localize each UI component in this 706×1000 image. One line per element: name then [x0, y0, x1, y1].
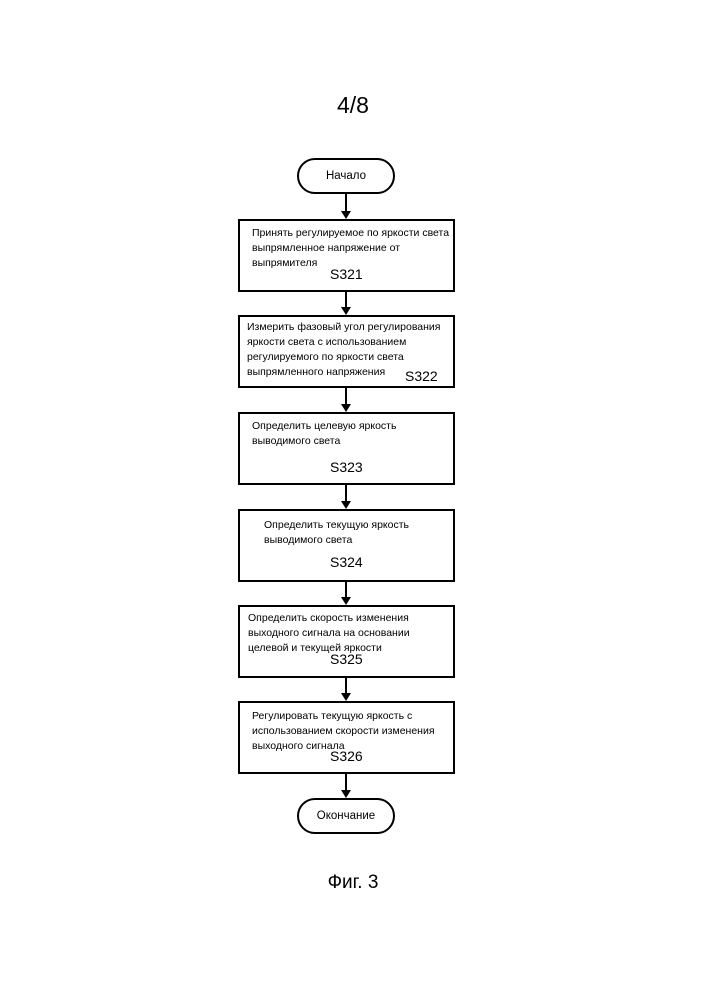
start-label: Начало — [326, 170, 366, 182]
connector-start-s321 — [345, 194, 347, 211]
step-s322-code: S322 — [405, 368, 438, 384]
step-s323-text: Определить целевую яркость выводимого св… — [252, 419, 396, 449]
arrowhead-start-s321 — [341, 211, 351, 219]
step-s322: Измерить фазовый угол регулирования ярко… — [238, 315, 455, 388]
end-label: Окончание — [317, 810, 375, 822]
connector-s324-s325 — [345, 582, 347, 598]
step-s325-text: Определить скорость изменения выходного … — [248, 611, 410, 656]
step-s326-code: S326 — [330, 748, 363, 764]
page-number: 4/8 — [0, 92, 706, 119]
step-s321-code: S321 — [330, 266, 363, 282]
step-s323: Определить целевую яркость выводимого св… — [238, 412, 455, 485]
arrowhead-s325-s326 — [341, 693, 351, 701]
connector-s321-s322 — [345, 292, 347, 307]
step-s326: Регулировать текущую яркость с использов… — [238, 701, 455, 774]
step-s324-code: S324 — [330, 554, 363, 570]
step-s323-code: S323 — [330, 459, 363, 475]
step-s324-text: Определить текущую яркость выводимого св… — [264, 518, 409, 548]
step-s321-text: Принять регулируемое по яркости света вы… — [252, 226, 449, 271]
arrowhead-s321-s322 — [341, 307, 351, 315]
arrowhead-s324-s325 — [341, 597, 351, 605]
step-s321: Принять регулируемое по яркости света вы… — [238, 219, 455, 292]
connector-s326-end — [345, 774, 347, 790]
start-terminal: Начало — [297, 158, 395, 194]
connector-s322-s323 — [345, 388, 347, 404]
step-s325-code: S325 — [330, 651, 363, 667]
arrowhead-s322-s323 — [341, 404, 351, 412]
end-terminal: Окончание — [297, 798, 395, 834]
step-s325: Определить скорость изменения выходного … — [238, 605, 455, 678]
connector-s323-s324 — [345, 485, 347, 501]
figure-caption: Фиг. 3 — [0, 872, 706, 894]
arrowhead-s326-end — [341, 790, 351, 798]
arrowhead-s323-s324 — [341, 501, 351, 509]
step-s324: Определить текущую яркость выводимого св… — [238, 509, 455, 582]
connector-s325-s326 — [345, 678, 347, 694]
